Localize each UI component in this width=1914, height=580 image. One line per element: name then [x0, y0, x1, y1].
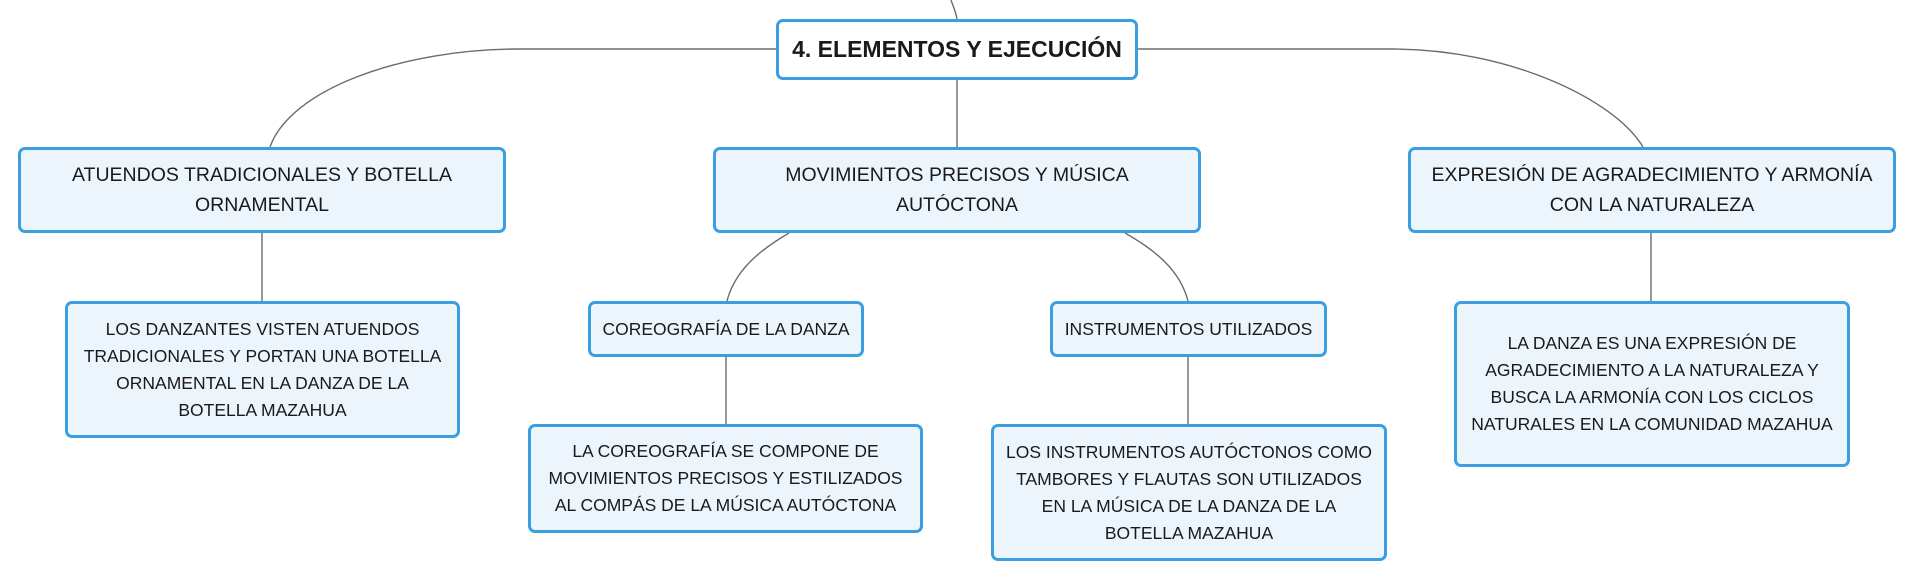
detail-node-text: LA COREOGRAFÍA SE COMPONE DE MOVIMIENTOS… — [548, 441, 903, 515]
subtopic-node-coreografia[interactable]: COREOGRAFÍA DE LA DANZA — [588, 301, 864, 357]
root-node[interactable]: 4. ELEMENTOS Y EJECUCIÓN — [776, 19, 1138, 80]
subtopic-node-instrumentos[interactable]: INSTRUMENTOS UTILIZADOS — [1050, 301, 1327, 357]
connector-movimientos-instr — [1124, 232, 1189, 302]
branch-node-label: EXPRESIÓN DE AGRADECIMIENTO Y ARMONÍA CO… — [1431, 164, 1873, 216]
detail-node-text: LOS INSTRUMENTOS AUTÓCTONOS COMO TAMBORE… — [1006, 441, 1372, 543]
detail-node-atuendos[interactable]: LOS DANZANTES VISTEN ATUENDOS TRADICIONA… — [65, 301, 460, 438]
detail-node-expresion[interactable]: LA DANZA ES UNA EXPRESIÓN DE AGRADECIMIE… — [1454, 301, 1850, 467]
detail-node-coreografia[interactable]: LA COREOGRAFÍA SE COMPONE DE MOVIMIENTOS… — [528, 424, 923, 533]
connector-root-expresion — [1138, 48, 1644, 148]
root-node-label: 4. ELEMENTOS Y EJECUCIÓN — [792, 36, 1122, 62]
branch-node-label: MOVIMIENTOS PRECISOS Y MÚSICA AUTÓCTONA — [785, 164, 1129, 216]
connector-parent-root — [950, 0, 958, 20]
detail-node-instrumentos[interactable]: LOS INSTRUMENTOS AUTÓCTONOS COMO TAMBORE… — [991, 424, 1387, 561]
branch-node-expresion[interactable]: EXPRESIÓN DE AGRADECIMIENTO Y ARMONÍA CO… — [1408, 147, 1896, 233]
connector-root-atuendos — [269, 48, 776, 148]
subtopic-node-label: INSTRUMENTOS UTILIZADOS — [1064, 318, 1313, 339]
branch-node-movimientos[interactable]: MOVIMIENTOS PRECISOS Y MÚSICA AUTÓCTONA — [713, 147, 1201, 233]
detail-node-text: LOS DANZANTES VISTEN ATUENDOS TRADICIONA… — [83, 318, 442, 420]
branch-node-atuendos[interactable]: ATUENDOS TRADICIONALES Y BOTELLA ORNAMEN… — [18, 147, 506, 233]
branch-node-label: ATUENDOS TRADICIONALES Y BOTELLA ORNAMEN… — [71, 164, 452, 216]
subtopic-node-label: COREOGRAFÍA DE LA DANZA — [602, 318, 850, 339]
detail-node-text: LA DANZA ES UNA EXPRESIÓN DE AGRADECIMIE… — [1471, 333, 1833, 434]
connector-movimientos-coreo — [726, 232, 790, 302]
